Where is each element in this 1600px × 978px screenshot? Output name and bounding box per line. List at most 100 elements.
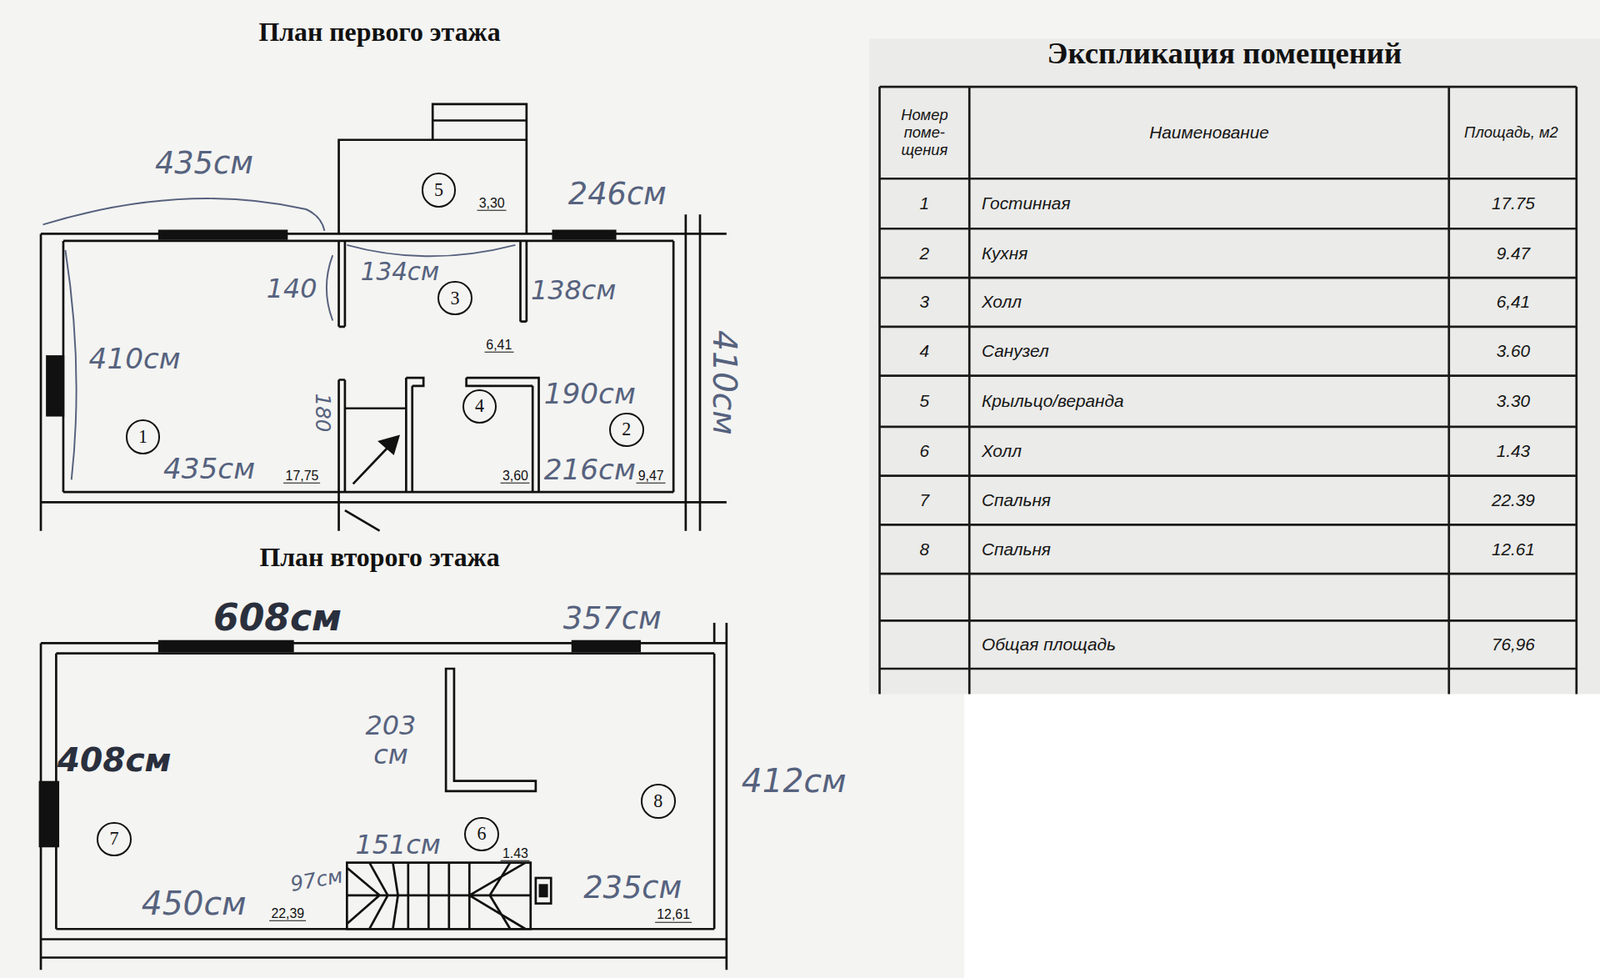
callout-number: 7 <box>110 829 120 848</box>
stair-and-bath-walls <box>339 377 540 531</box>
dimension-arc <box>42 198 325 231</box>
floor-2-windows <box>39 640 641 848</box>
handwritten-dimension: 216см <box>544 455 636 487</box>
callout-number: 1 <box>138 427 148 446</box>
table-cell: 3.60 <box>1496 340 1530 361</box>
handwritten-dimension: 235см <box>583 870 682 905</box>
room-number-circle: 4 <box>462 389 498 425</box>
area-value: 17,75 <box>284 467 321 484</box>
handwritten-dimension: 97см <box>288 864 345 895</box>
fixture-mark <box>539 883 549 897</box>
handwritten-dimension: 138см <box>530 275 616 305</box>
handwritten-dimension: 435см <box>163 453 255 485</box>
blank-area <box>964 694 1600 978</box>
area-value: 3,30 <box>477 195 507 211</box>
area-value: 6,41 <box>484 337 514 354</box>
handwritten-dimension: 134см <box>360 258 440 285</box>
room-number-circle: 6 <box>464 816 500 852</box>
table-cell: Санузел <box>981 340 1050 361</box>
handwritten-dimension: 190см <box>544 378 636 410</box>
window <box>158 229 289 240</box>
handwritten-dimension: 140 <box>266 274 318 304</box>
room-number-circle: 1 <box>125 419 161 455</box>
table-cell: 22.39 <box>1491 490 1535 510</box>
window <box>45 355 65 416</box>
callout-number: 8 <box>653 791 663 810</box>
handwritten-dimension: 408см <box>57 742 172 779</box>
table-cell: 2 <box>920 243 930 264</box>
table-cell: 3.30 <box>1496 390 1530 411</box>
hand-dimension-lines <box>42 198 515 480</box>
table-cell: 76,96 <box>1491 634 1535 655</box>
table-cell: Спальня <box>981 490 1051 510</box>
handwritten-dimension: 412см <box>741 762 847 799</box>
dimension-arc <box>326 255 333 320</box>
room-number-circle: 8 <box>640 783 676 819</box>
callout-number: 6 <box>476 824 486 843</box>
table-cell: 6 <box>920 440 930 461</box>
area-value: 12,61 <box>655 906 692 923</box>
table-cell: 1.43 <box>1496 440 1530 461</box>
handwritten-dimension: 246см <box>568 176 667 210</box>
inner-walls <box>339 240 527 327</box>
dimension-arc <box>65 250 76 480</box>
table-cell: Холл <box>981 291 1022 312</box>
callout-number: 3 <box>450 289 460 308</box>
fixture <box>535 877 551 904</box>
table-cell: 3 <box>920 291 930 312</box>
table-cell: 9.47 <box>1496 243 1530 264</box>
heading: Экспликация помещений <box>1047 35 1403 70</box>
window <box>571 640 641 653</box>
table-cell: 4 <box>920 340 930 361</box>
handwritten-dimension: 450см <box>141 885 247 921</box>
handwritten-dimension: 410см <box>89 343 181 375</box>
table-cell: Холл <box>981 440 1022 461</box>
table-cell: Наименование <box>1149 122 1270 143</box>
handwritten-dimension: 203 см <box>360 710 421 770</box>
area-value: 1.43 <box>500 845 530 861</box>
window <box>39 780 60 848</box>
dimension-arc <box>346 245 515 256</box>
table-cell: Гостинная <box>981 193 1071 214</box>
table-grid <box>880 86 1577 695</box>
table-cell: Спальня <box>981 539 1051 560</box>
table-cell: Номер поме- щения <box>892 105 956 159</box>
heading: План первого этажа <box>258 18 500 48</box>
callout-number: 4 <box>475 396 485 415</box>
window <box>158 640 295 653</box>
table-cell: Общая площадь <box>981 634 1116 655</box>
handwritten-dimension: 180 <box>310 392 334 432</box>
handwritten-dimension: 357см <box>563 601 662 635</box>
table-cell: 6,41 <box>1496 291 1530 312</box>
window <box>551 229 616 240</box>
handwritten-dimension: 151см <box>355 830 440 860</box>
room-number-circle: 2 <box>609 412 645 448</box>
handwritten-dimension: 608см <box>213 597 342 638</box>
table-cell: Площадь, м2 <box>1464 124 1559 142</box>
area-value: 9,47 <box>636 467 666 484</box>
stair <box>346 862 530 930</box>
handwritten-dimension: 410см <box>706 330 743 435</box>
porch <box>339 104 527 235</box>
table-cell: 1 <box>920 193 930 214</box>
table-cell: 7 <box>920 490 930 510</box>
room-number-circle: 7 <box>96 821 132 857</box>
area-value: 3,60 <box>500 467 530 484</box>
table-cell: 17.75 <box>1491 193 1535 214</box>
area-value: 22,39 <box>269 905 306 922</box>
callout-number: 2 <box>621 420 631 439</box>
callout-number: 5 <box>434 180 444 200</box>
outer-walls <box>40 214 727 531</box>
handwritten-dimension: 435см <box>155 146 254 180</box>
room-number-circle: 3 <box>437 280 473 316</box>
table-cell: 5 <box>920 390 930 411</box>
table-lines <box>880 86 1577 695</box>
inner-wall <box>445 668 536 791</box>
floor-1-windows <box>45 229 616 416</box>
table-cell: Крыльцо/веранда <box>981 390 1125 411</box>
table-sheet <box>869 39 1600 695</box>
room-number-circle: 5 <box>421 172 457 208</box>
outer-walls <box>40 622 727 970</box>
table-cell: 8 <box>920 539 930 560</box>
heading: План второго этажа <box>259 542 500 572</box>
